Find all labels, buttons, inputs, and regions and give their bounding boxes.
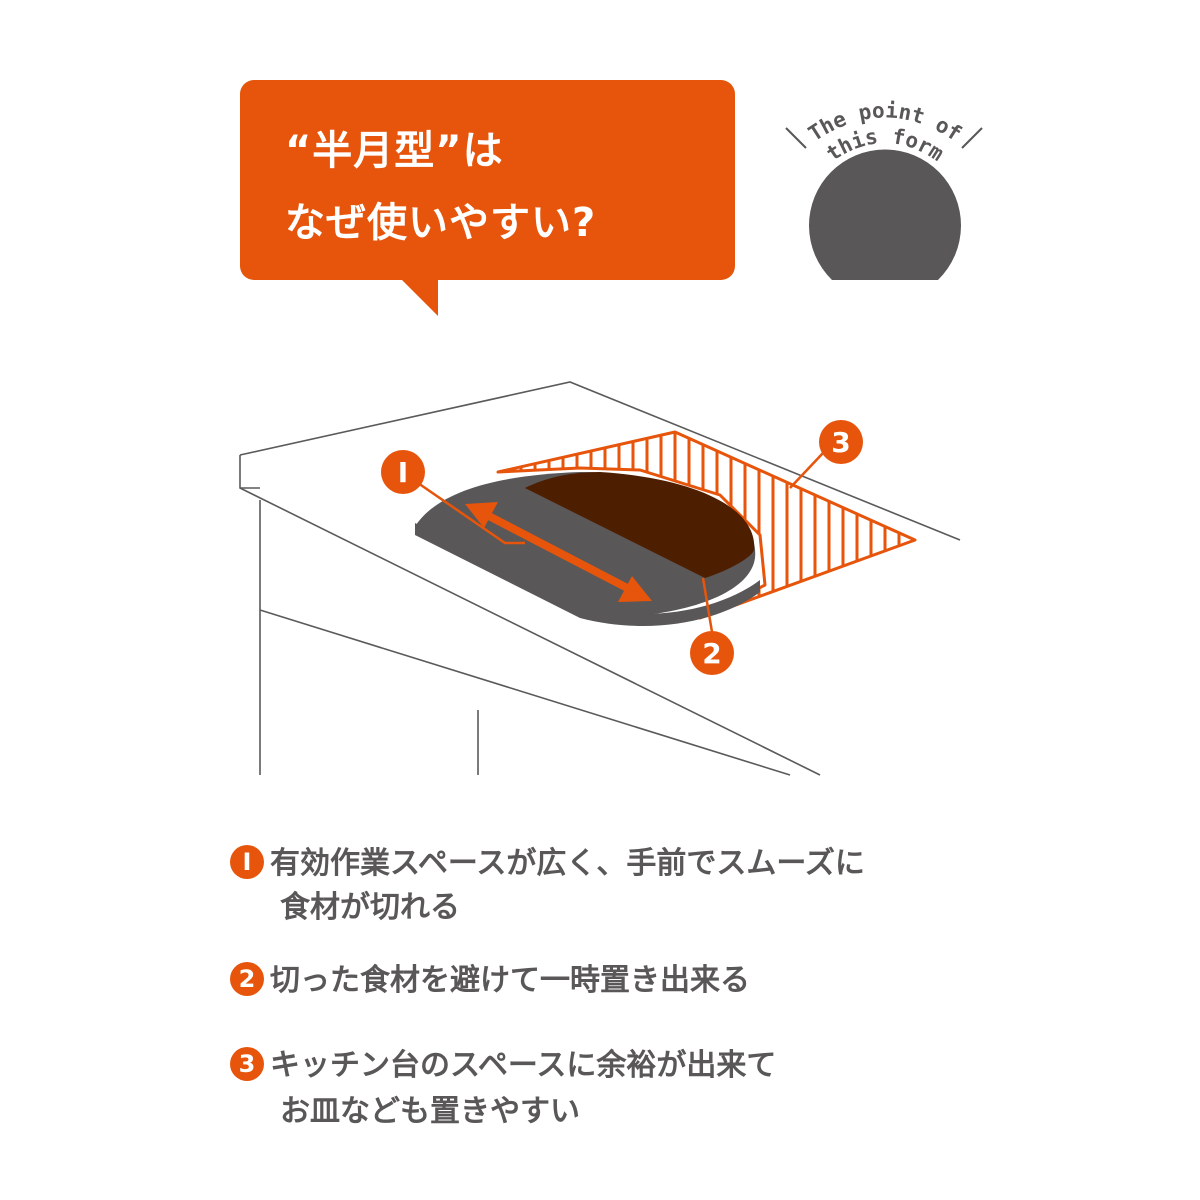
marker-3: 3 <box>819 420 863 464</box>
point-3-number: 3 <box>230 1047 264 1081</box>
point-1-number: I <box>230 845 264 879</box>
point-3-line-2: お皿なども置きやすい <box>230 1086 580 1130</box>
marker-1-label: I <box>398 456 408 489</box>
headline-line-1: “半月型”は <box>285 128 504 174</box>
badge-graphic: The point of this form <box>785 98 983 280</box>
callout-leaders <box>401 452 824 633</box>
form-badge: The point of this form <box>780 90 990 300</box>
counter-outline <box>239 381 961 776</box>
free-space-hatched-area <box>496 430 917 620</box>
point-3-text: キッチン台のスペースに余裕が出来て <box>270 1048 777 1083</box>
marker-1: I <box>381 450 425 494</box>
kitchen-diagram: I 2 3 <box>0 360 1200 790</box>
half-moon-board-icon <box>809 149 961 280</box>
bubble-tail <box>400 278 438 316</box>
badge-tick-right <box>961 127 983 149</box>
point-2-number: 2 <box>230 962 264 996</box>
badge-tick-left <box>785 127 807 149</box>
headline-line-2: なぜ使いやすい? <box>285 200 597 246</box>
headline-bubble <box>240 80 735 280</box>
point-2-text: 切った食材を避けて一時置き出来る <box>270 963 750 998</box>
food-placement-area <box>525 472 755 578</box>
point-1-text-cont: 食材が切れる <box>280 890 460 925</box>
point-3-text-cont: お皿なども置きやすい <box>280 1094 580 1129</box>
counter-illustration: I 2 3 <box>239 381 961 776</box>
point-1-line-2: 食材が切れる <box>230 882 460 926</box>
marker-2-label: 2 <box>702 637 721 670</box>
marker-2: 2 <box>690 631 734 675</box>
work-space-arrow <box>465 502 652 602</box>
point-1-text: 有効作業スペースが広く、手前でスムーズに <box>270 846 865 881</box>
marker-3-label: 3 <box>831 426 850 459</box>
